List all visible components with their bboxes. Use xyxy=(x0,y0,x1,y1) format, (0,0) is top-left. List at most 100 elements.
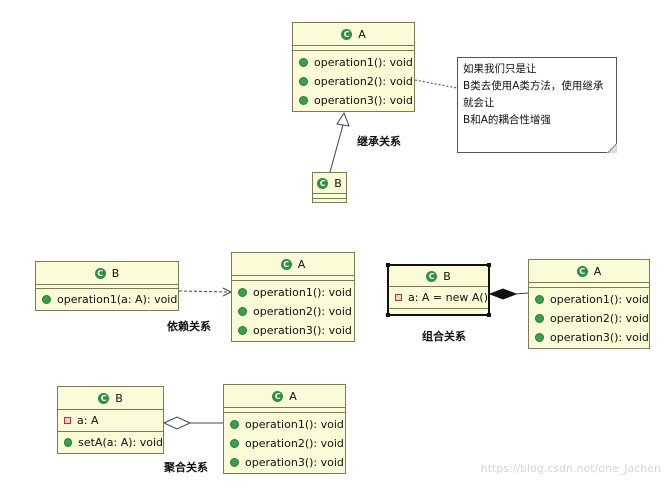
inheritance-relation-label: 继承关系 xyxy=(357,135,401,148)
attributes-compartment xyxy=(36,285,178,289)
operation-label: operation2(): void xyxy=(314,75,413,88)
public-operation-icon xyxy=(230,439,239,448)
selection-handle[interactable] xyxy=(487,313,491,317)
operation-label: operation3(): void xyxy=(550,331,649,344)
selection-handle[interactable] xyxy=(386,313,390,317)
operation-row: operation1(): void xyxy=(293,53,414,72)
attribute-row: a: A = new A() xyxy=(389,288,488,307)
composition-diamond xyxy=(488,288,518,300)
note-anchor-line xyxy=(414,79,458,89)
operations-compartment: operation1(): void operation2(): void op… xyxy=(224,413,345,474)
operation-label: operation1(a: A): void xyxy=(57,293,178,306)
operation-label: operation2(): void xyxy=(253,305,352,318)
operations-compartment: operation1(): void operation2(): void op… xyxy=(529,288,649,349)
design-note[interactable]: 如果我们只是让 B类去使用A类方法，使用继承 就会让 B和A的耦合性增强 xyxy=(457,57,617,153)
operation-row: operation3(): void xyxy=(293,91,414,110)
watermark: https://blog.csdn.net/one_Jachen xyxy=(480,462,661,475)
selection-handle[interactable] xyxy=(386,263,390,267)
class-header: C A xyxy=(293,23,414,46)
public-operation-icon xyxy=(535,295,544,304)
class-name: B xyxy=(111,266,120,280)
operation-label: operation3(): void xyxy=(245,456,344,469)
class-header: C A xyxy=(224,385,345,408)
operation-row: operation3(): void xyxy=(529,328,649,347)
operations-compartment: operation1(): void operation2(): void op… xyxy=(232,281,354,342)
note-folded-corner xyxy=(607,143,617,153)
dependency-class-b[interactable]: C B operation1(a: A): void xyxy=(35,261,179,311)
attributes-compartment: a: A = new A() xyxy=(389,287,488,309)
operation-label: operation1(): void xyxy=(314,56,413,69)
operation-row: operation3(): void xyxy=(224,453,345,472)
operation-row: operation2(): void xyxy=(293,72,414,91)
inheritance-class-a[interactable]: C A operation1(): void operation2(): voi… xyxy=(292,22,415,112)
class-header: C A xyxy=(529,260,649,283)
public-operation-icon xyxy=(238,307,247,316)
public-operation-icon xyxy=(64,438,73,447)
attributes-compartment xyxy=(293,46,414,51)
class-header: C B xyxy=(389,266,488,287)
attributes-compartment: a: A xyxy=(58,410,163,432)
aggregation-class-a[interactable]: C A operation1(): void operation2(): voi… xyxy=(223,384,346,474)
public-operation-icon xyxy=(238,288,247,297)
operations-compartment xyxy=(389,309,488,313)
class-icon: C xyxy=(426,270,438,282)
inheritance-arrowhead xyxy=(336,111,350,127)
attributes-compartment xyxy=(529,283,649,288)
composition-relation-label: 组合关系 xyxy=(422,330,466,343)
operation-row: operation2(): void xyxy=(232,302,354,321)
operations-compartment: setA(a: A): void xyxy=(58,432,163,453)
class-icon: C xyxy=(272,390,284,402)
public-operation-icon xyxy=(535,333,544,342)
class-name: A xyxy=(297,257,306,271)
dependency-line xyxy=(178,290,231,293)
class-icon: C xyxy=(341,28,353,40)
operation-label: operation1(): void xyxy=(550,293,649,306)
class-name: A xyxy=(593,264,602,278)
dependency-relation-label: 依赖关系 xyxy=(167,320,211,333)
note-line: B和A的耦合性增强 xyxy=(463,114,551,126)
attributes-compartment xyxy=(313,194,346,199)
class-icon: C xyxy=(576,265,588,277)
attribute-label: a: A = new A() xyxy=(407,291,488,304)
class-name: B xyxy=(334,176,342,190)
operation-row: operation1(): void xyxy=(224,415,345,434)
public-operation-icon xyxy=(299,96,308,105)
aggregation-class-b[interactable]: C B a: A setA(a: A): void xyxy=(57,386,164,454)
public-operation-icon xyxy=(299,58,308,67)
attribute-row: a: A xyxy=(58,411,163,430)
operation-label: operation1(): void xyxy=(245,418,344,431)
composition-class-a[interactable]: C A operation1(): void operation2(): voi… xyxy=(528,259,650,349)
operations-compartment: operation1(a: A): void xyxy=(36,289,178,310)
public-operation-icon xyxy=(42,295,51,304)
attributes-compartment xyxy=(224,408,345,413)
operation-label: operation3(): void xyxy=(253,324,352,337)
class-header: C B xyxy=(313,173,346,194)
class-header: C A xyxy=(232,253,354,276)
public-operation-icon xyxy=(238,326,247,335)
inheritance-line xyxy=(329,124,344,173)
operation-row: operation2(): void xyxy=(224,434,345,453)
note-line: 就会让 xyxy=(463,97,495,109)
attributes-compartment xyxy=(232,276,354,281)
public-operation-icon xyxy=(230,420,239,429)
class-name: A xyxy=(289,389,297,403)
aggregation-relation-label: 聚合关系 xyxy=(164,461,208,474)
attribute-label: a: A xyxy=(77,414,99,427)
class-icon: C xyxy=(280,258,292,270)
selection-handle[interactable] xyxy=(487,263,491,267)
inheritance-class-b[interactable]: C B xyxy=(312,172,347,203)
public-operation-icon xyxy=(299,77,308,86)
dependency-class-a[interactable]: C A operation1(): void operation2(): voi… xyxy=(231,252,355,342)
class-header: C B xyxy=(58,387,163,410)
aggregation-diamond xyxy=(162,416,192,430)
note-line: B类去使用A类方法，使用继承 xyxy=(463,80,604,92)
class-header: C B xyxy=(36,262,178,285)
operation-label: operation2(): void xyxy=(550,312,649,325)
operation-row: operation1(): void xyxy=(232,283,354,302)
private-attribute-icon xyxy=(64,417,71,424)
operations-compartment: operation1(): void operation2(): void op… xyxy=(293,51,414,112)
class-name: B xyxy=(115,391,123,405)
operation-label: operation1(): void xyxy=(253,286,352,299)
composition-class-b[interactable]: C B a: A = new A() xyxy=(386,263,491,317)
